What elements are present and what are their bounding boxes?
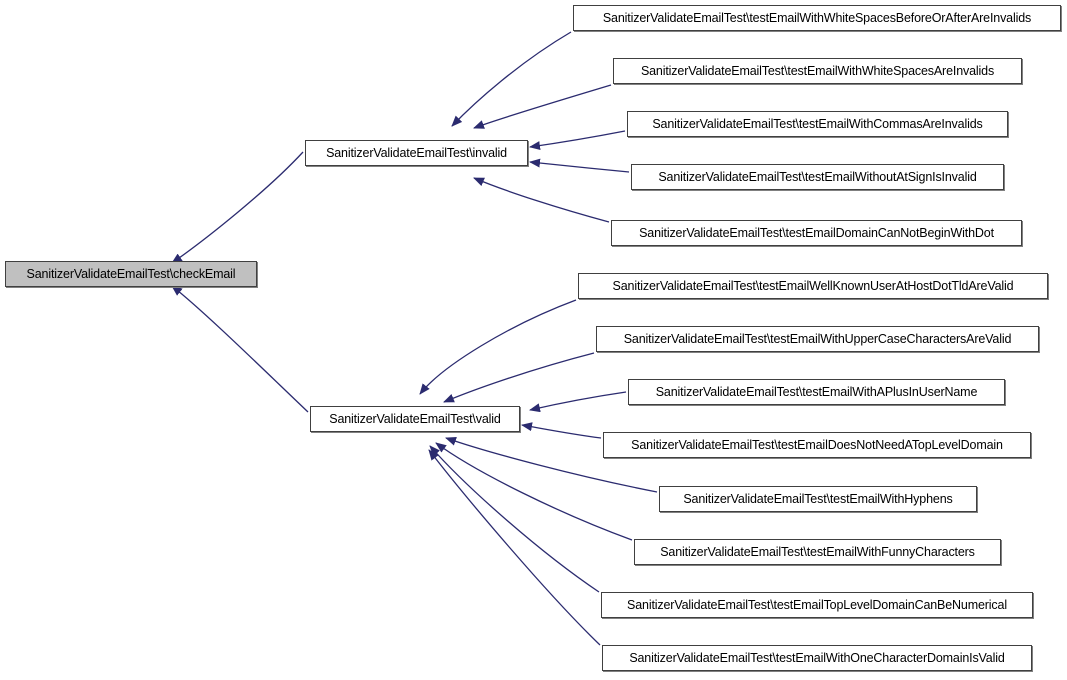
graph-edge-t9-to-valid: [521, 422, 602, 439]
graph-node-invalid[interactable]: SanitizerValidateEmailTest\invalid: [305, 140, 528, 166]
graph-edge-t3-to-invalid: [529, 130, 626, 151]
graph-node-label: SanitizerValidateEmailTest\testEmailWith…: [655, 384, 978, 399]
graph-node-t3[interactable]: SanitizerValidateEmailTest\testEmailWith…: [627, 111, 1008, 137]
graph-edge-t8-to-valid: [529, 391, 627, 413]
graph-node-label: SanitizerValidateEmailTest\valid: [329, 411, 501, 426]
graph-node-t1[interactable]: SanitizerValidateEmailTest\testEmailWith…: [573, 5, 1061, 31]
graph-edge-valid-to-checkEmail: [171, 285, 309, 413]
graph-edge-t7-to-valid: [443, 352, 595, 403]
graph-node-t6[interactable]: SanitizerValidateEmailTest\testEmailWell…: [578, 273, 1048, 299]
graph-node-label: SanitizerValidateEmailTest\testEmailWith…: [629, 650, 1005, 665]
graph-node-label: SanitizerValidateEmailTest\testEmailWith…: [602, 10, 1032, 25]
graph-node-valid[interactable]: SanitizerValidateEmailTest\valid: [310, 406, 520, 432]
graph-node-label: SanitizerValidateEmailTest\testEmailDoes…: [631, 437, 1003, 452]
graph-edge-t12-to-valid: [429, 445, 600, 593]
graph-node-t10[interactable]: SanitizerValidateEmailTest\testEmailWith…: [659, 486, 977, 512]
graph-node-label: SanitizerValidateEmailTest\testEmailWith…: [640, 63, 995, 78]
graph-node-t9[interactable]: SanitizerValidateEmailTest\testEmailDoes…: [603, 432, 1031, 458]
graph-node-t2[interactable]: SanitizerValidateEmailTest\testEmailWith…: [613, 58, 1022, 84]
graph-edge-t4-to-invalid: [529, 158, 630, 173]
graph-node-label: SanitizerValidateEmailTest\testEmailWith…: [658, 169, 977, 184]
graph-edge-t6-to-valid: [419, 299, 577, 395]
graph-node-t5[interactable]: SanitizerValidateEmailTest\testEmailDoma…: [611, 220, 1022, 246]
graph-edge-invalid-to-checkEmail: [171, 151, 304, 264]
graph-node-label: SanitizerValidateEmailTest\testEmailWith…: [660, 544, 975, 559]
graph-node-label: SanitizerValidateEmailTest\checkEmail: [26, 266, 236, 281]
graph-node-label: SanitizerValidateEmailTest\testEmailWith…: [683, 491, 953, 506]
graph-edge-t2-to-invalid: [473, 84, 612, 129]
graph-node-t13[interactable]: SanitizerValidateEmailTest\testEmailWith…: [602, 645, 1032, 671]
graph-node-label: SanitizerValidateEmailTest\testEmailWell…: [612, 278, 1014, 293]
graph-edge-t5-to-invalid: [473, 177, 610, 223]
graph-node-t4[interactable]: SanitizerValidateEmailTest\testEmailWith…: [631, 164, 1004, 190]
graph-node-label: SanitizerValidateEmailTest\testEmailWith…: [652, 116, 983, 131]
graph-node-t12[interactable]: SanitizerValidateEmailTest\testEmailTopL…: [601, 592, 1033, 618]
graph-node-label: SanitizerValidateEmailTest\testEmailTopL…: [627, 597, 1007, 612]
graph-node-label: SanitizerValidateEmailTest\testEmailWith…: [623, 331, 1012, 346]
graph-node-label: SanitizerValidateEmailTest\invalid: [326, 145, 507, 160]
graph-node-t7[interactable]: SanitizerValidateEmailTest\testEmailWith…: [596, 326, 1039, 352]
graph-edge-t13-to-valid: [428, 449, 601, 646]
graph-node-t8[interactable]: SanitizerValidateEmailTest\testEmailWith…: [628, 379, 1005, 405]
graph-node-label: SanitizerValidateEmailTest\testEmailDoma…: [639, 225, 994, 240]
graph-edge-t1-to-invalid: [451, 31, 572, 127]
graph-node-t11[interactable]: SanitizerValidateEmailTest\testEmailWith…: [634, 539, 1001, 565]
graph-node-checkEmail[interactable]: SanitizerValidateEmailTest\checkEmail: [5, 261, 257, 287]
edge-paths: [171, 31, 658, 646]
